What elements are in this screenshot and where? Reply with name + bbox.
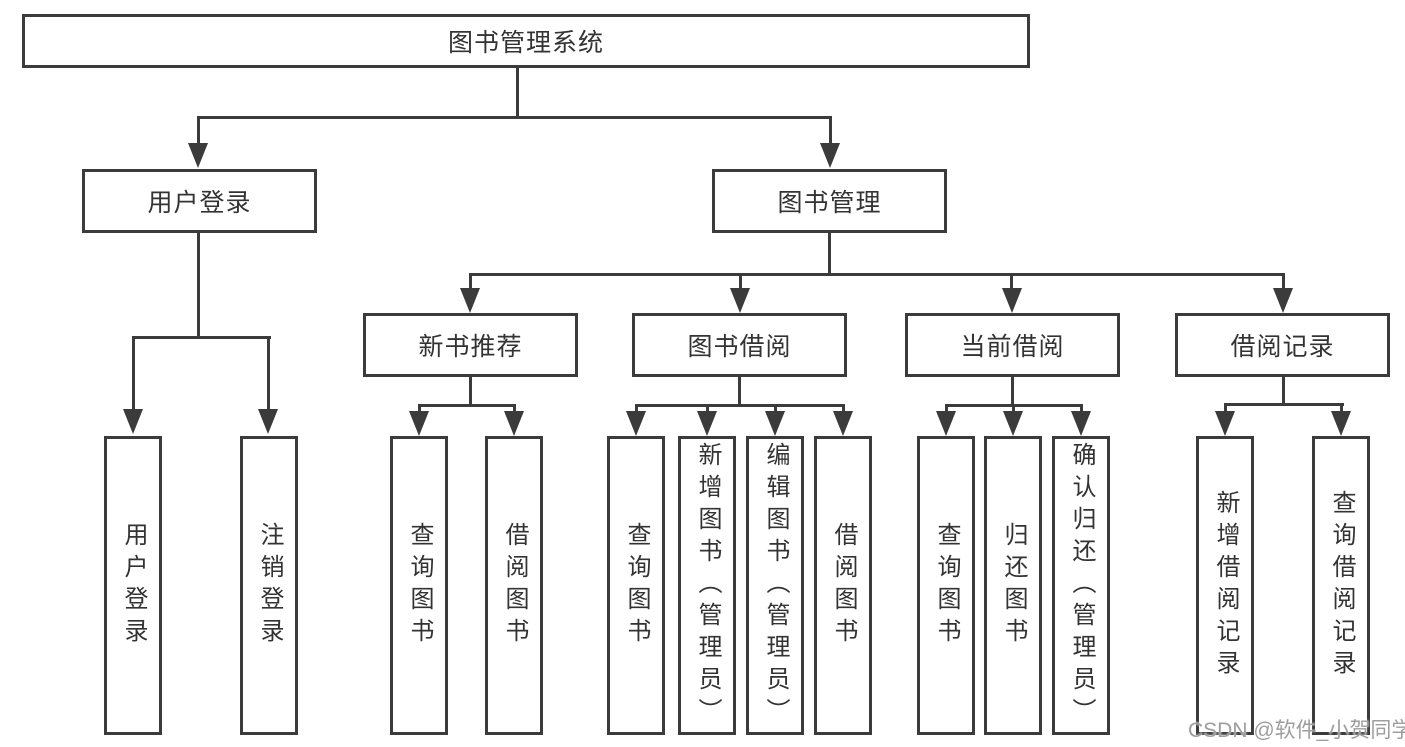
leaf-query-borrow-record-label: 查询借阅记录 [1328,489,1355,682]
connector-line [706,404,709,413]
node-book-management: 图书管理 [712,169,947,233]
connector-line [1224,403,1227,413]
connector-line [132,336,271,339]
node-new-book-recommend: 新书推荐 [363,313,578,377]
leaf-user-login-label: 用户登录 [120,521,147,650]
arrowhead-down-icon [936,411,956,436]
connector-line [513,404,516,413]
leaf-edit-book-admin: 编辑图书（管理员） [746,436,804,735]
leaf-query-books-current-label: 查询图书 [933,521,960,650]
arrowhead-down-icon [123,409,143,434]
connector-line [418,404,516,407]
connector-line [267,336,270,411]
connector-line [945,404,948,413]
connector-line [774,404,777,413]
leaf-confirm-return-admin: 确认归还（管理员） [1052,436,1110,735]
node-book-borrowing: 图书借阅 [632,313,847,377]
connector-line [516,68,519,119]
arrowhead-down-icon [188,143,208,168]
leaf-user-login: 用户登录 [104,436,162,735]
arrowhead-down-icon [258,409,278,434]
connector-line [418,404,421,413]
connector-line [635,404,845,407]
leaf-logout-label: 注销登录 [256,521,283,650]
leaf-borrow-books-recommend: 借阅图书 [485,436,543,735]
node-book-borrowing-label: 图书借阅 [687,333,792,361]
connector-line [828,233,831,276]
connector-line [738,377,741,407]
leaf-edit-book-admin-label: 编辑图书（管理员） [762,441,789,730]
arrowhead-down-icon [820,143,840,168]
arrowhead-down-icon [1003,411,1023,436]
arrowhead-down-icon [765,411,785,436]
connector-line [1010,273,1013,291]
connector-line [469,377,472,407]
connector-line [1340,403,1343,413]
arrowhead-down-icon [504,411,524,436]
arrowhead-down-icon [1215,411,1235,436]
arrowhead-down-icon [460,288,480,313]
node-current-borrowing: 当前借阅 [905,313,1120,377]
arrowhead-down-icon [409,411,429,436]
arrowhead-down-icon [697,411,717,436]
leaf-confirm-return-admin-label: 确认归还（管理员） [1068,441,1095,730]
arrowhead-down-icon [1331,411,1351,436]
leaf-query-borrow-record: 查询借阅记录 [1312,436,1370,735]
connector-line [197,116,200,144]
connector-line [197,233,200,338]
leaf-return-books-label: 归还图书 [1000,521,1027,650]
leaf-add-borrow-record: 新增借阅记录 [1196,436,1254,735]
leaf-add-borrow-record-label: 新增借阅记录 [1212,489,1239,682]
leaf-add-book-admin: 新增图书（管理员） [678,436,736,735]
leaf-borrow-books-recommend-label: 借阅图书 [501,521,528,650]
leaf-query-books-recommend-label: 查询图书 [406,521,433,650]
arrowhead-down-icon [626,411,646,436]
leaf-logout: 注销登录 [240,436,298,735]
leaf-borrow-books-label: 借阅图书 [830,521,857,650]
connector-line [1282,273,1285,291]
leaf-query-books-recommend: 查询图书 [390,436,448,735]
node-borrowing-records: 借阅记录 [1175,313,1390,377]
leaf-return-books: 归还图书 [984,436,1042,735]
connector-line [635,404,638,413]
leaf-query-books-borrowing: 查询图书 [607,436,665,735]
node-user-login-label: 用户登录 [147,189,252,217]
connector-line [1080,404,1083,413]
connector-line [842,404,845,413]
node-user-login: 用户登录 [82,169,317,233]
connector-line [739,273,742,291]
connector-line [132,336,135,411]
node-borrowing-records-label: 借阅记录 [1230,333,1335,361]
leaf-borrow-books: 借阅图书 [814,436,872,735]
connector-line [469,273,1285,276]
connector-line [1224,403,1344,406]
arrowhead-down-icon [1002,288,1022,313]
arrowhead-down-icon [1273,288,1293,313]
node-book-management-label: 图书管理 [777,189,882,217]
connector-line [1011,377,1014,407]
node-current-borrowing-label: 当前借阅 [960,333,1065,361]
arrowhead-down-icon [730,288,750,313]
connector-line [829,116,832,144]
node-root-label: 图书管理系统 [447,29,604,57]
connector-line [1012,404,1015,413]
connector-line [469,273,472,291]
arrowhead-down-icon [1071,411,1091,436]
leaf-add-book-admin-label: 新增图书（管理员） [694,441,721,730]
leaf-query-books-current: 查询图书 [917,436,975,735]
arrowhead-down-icon [833,411,853,436]
watermark-text: CSDN @软件_小贺同学 [1188,719,1405,742]
connector-line [1282,377,1285,406]
node-new-book-recommend-label: 新书推荐 [418,333,523,361]
node-root: 图书管理系统 [22,14,1030,68]
connector-line [197,116,832,119]
leaf-query-books-borrowing-label: 查询图书 [623,521,650,650]
